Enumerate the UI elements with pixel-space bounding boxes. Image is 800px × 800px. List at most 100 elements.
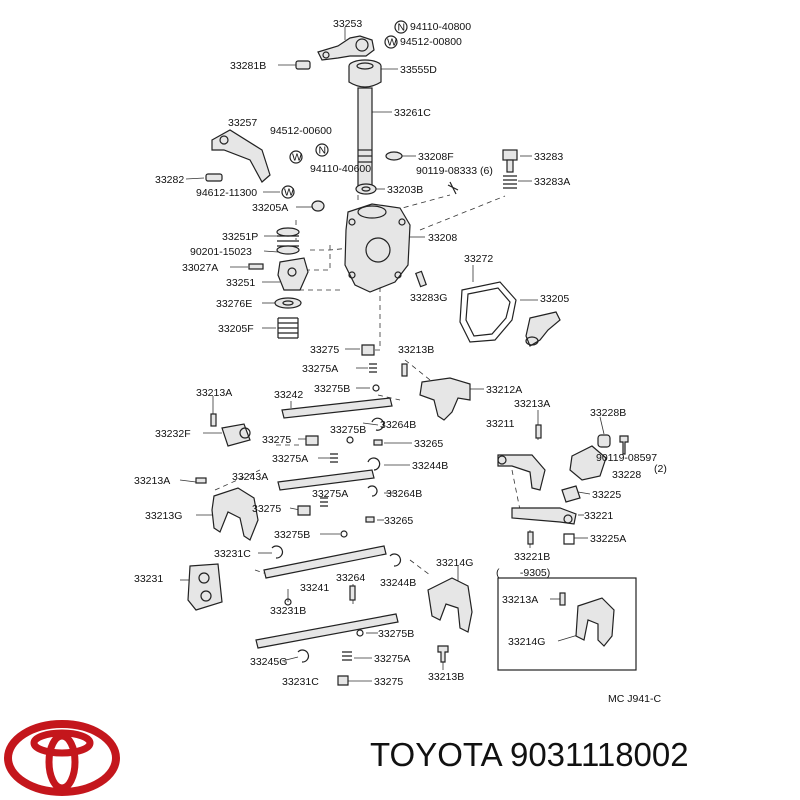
label-33265-b: 33265 bbox=[384, 515, 413, 527]
bush-33228B bbox=[597, 434, 611, 448]
label-33212A: 33212A bbox=[486, 384, 522, 396]
label-33231C-a: 33231C bbox=[214, 548, 251, 560]
label-33244B-a: 33244B bbox=[412, 460, 448, 472]
label-33221: 33221 bbox=[584, 510, 613, 522]
label-33214G-b: 33214G bbox=[508, 636, 545, 648]
label-33275-a: 33275 bbox=[310, 344, 339, 356]
snap-33245G bbox=[297, 649, 310, 663]
label-33213B-a: 33213B bbox=[398, 344, 434, 356]
rail-33241 bbox=[263, 545, 387, 579]
snap-33244Bb bbox=[389, 553, 402, 567]
spring-33205F bbox=[277, 317, 299, 339]
label-33231B: 33231B bbox=[270, 605, 306, 617]
top-lever-33253 bbox=[317, 35, 375, 61]
lever-33257 bbox=[211, 129, 271, 183]
block-33251 bbox=[277, 257, 309, 291]
inset-box bbox=[497, 577, 637, 671]
label-33281B: 33281B bbox=[230, 60, 266, 72]
label-33214G-a: 33214G bbox=[436, 557, 473, 569]
spring-33283A bbox=[503, 175, 517, 189]
ball-33275Bd bbox=[356, 629, 364, 637]
gasket-33272 bbox=[459, 281, 517, 343]
snap-33231C bbox=[271, 545, 284, 559]
bracket-33228 bbox=[569, 445, 607, 481]
label-33275-b: 33275 bbox=[262, 434, 291, 446]
plug-33275a bbox=[361, 344, 375, 356]
label-33272: 33272 bbox=[464, 253, 493, 265]
spring-33275Ad bbox=[342, 651, 352, 661]
label-90119-08333: 90119-08333 (6) bbox=[416, 165, 493, 177]
label-94110-40800: 94110-40800 bbox=[410, 21, 471, 33]
label-33276E: 33276E bbox=[216, 298, 252, 310]
svg-text:W: W bbox=[284, 187, 294, 199]
label-33221B: 33221B bbox=[514, 551, 550, 563]
ball-33275Ba bbox=[372, 384, 380, 392]
bolt-33213Bb bbox=[437, 645, 449, 663]
washer-symbols: N W W N W bbox=[281, 20, 408, 199]
lever-33211 bbox=[497, 454, 546, 491]
pin-33221B bbox=[527, 531, 534, 545]
lever-33205 bbox=[525, 311, 561, 347]
snap-33244Ba bbox=[367, 457, 381, 471]
label-33275B-b: 33275B bbox=[330, 424, 366, 436]
head-33231 bbox=[187, 563, 223, 611]
rail-33243A bbox=[277, 469, 375, 491]
pin-33283G bbox=[415, 270, 427, 288]
springs-33251P bbox=[276, 227, 300, 255]
label-33253: 33253 bbox=[333, 18, 362, 30]
label-33225: 33225 bbox=[592, 489, 621, 501]
plug-33275d bbox=[337, 675, 349, 686]
svg-text:W: W bbox=[292, 152, 302, 164]
washer-33203B bbox=[355, 183, 377, 195]
label-90119-08597: 90119-08597 bbox=[596, 452, 657, 464]
label-33213G: 33213G bbox=[145, 510, 182, 522]
label-94512-00800: 94512-00800 bbox=[400, 36, 462, 48]
label-33283A: 33283A bbox=[534, 176, 570, 188]
brand-part-number: TOYOTA 9031118002 bbox=[370, 736, 689, 773]
plug-33275b bbox=[305, 435, 319, 446]
label-90201-15023: 90201-15023 bbox=[190, 246, 252, 258]
snap-33264Bb bbox=[367, 485, 378, 497]
piece-33225 bbox=[561, 485, 581, 503]
head-33232F bbox=[221, 423, 251, 447]
label-33257: 33257 bbox=[228, 117, 257, 129]
label-33275-c: 33275 bbox=[252, 503, 281, 515]
label-33225A: 33225A bbox=[590, 533, 626, 545]
label-33203B: 33203B bbox=[387, 184, 423, 196]
label-33243A: 33243A bbox=[232, 471, 268, 483]
label-33208: 33208 bbox=[428, 232, 457, 244]
label-33241: 33241 bbox=[300, 582, 329, 594]
label-33232F: 33232F bbox=[155, 428, 191, 440]
label-33282: 33282 bbox=[155, 174, 184, 186]
ball-33275Bb bbox=[346, 436, 354, 444]
arm-33221 bbox=[511, 507, 577, 525]
fork-33212A bbox=[419, 377, 471, 421]
label-33275A-c: 33275A bbox=[312, 488, 348, 500]
spring-33275Ab bbox=[330, 453, 338, 463]
label-33211: 33211 bbox=[486, 418, 515, 430]
label-33264B-a: 33264B bbox=[380, 419, 416, 431]
rail-33245G bbox=[255, 613, 399, 649]
fork-33214G bbox=[427, 577, 473, 633]
label-33213A-a: 33213A bbox=[196, 387, 232, 399]
label-33264B-b: 33264B bbox=[386, 488, 422, 500]
label-33208F: 33208F bbox=[418, 151, 454, 163]
cup-33205A bbox=[311, 200, 325, 212]
label-33205A: 33205A bbox=[252, 202, 288, 214]
fork-33213G bbox=[211, 487, 259, 541]
svg-text:N: N bbox=[319, 145, 327, 157]
label-33205: 33205 bbox=[540, 293, 569, 305]
label-33205F: 33205F bbox=[218, 323, 254, 335]
svg-text:W: W bbox=[387, 37, 397, 49]
label-33275-d: 33275 bbox=[374, 676, 403, 688]
leader-lines bbox=[179, 27, 605, 682]
label-33555D: 33555D bbox=[400, 64, 437, 76]
label-33213A-b: 33213A bbox=[514, 398, 550, 410]
label-33213A-c: 33213A bbox=[134, 475, 170, 487]
pin-33027A bbox=[248, 263, 264, 270]
label-94512-00600: 94512-00600 bbox=[270, 125, 332, 137]
label-33245G: 33245G bbox=[250, 656, 287, 668]
snap-33264Ba bbox=[371, 417, 385, 431]
ball-33275Bc bbox=[340, 530, 348, 538]
